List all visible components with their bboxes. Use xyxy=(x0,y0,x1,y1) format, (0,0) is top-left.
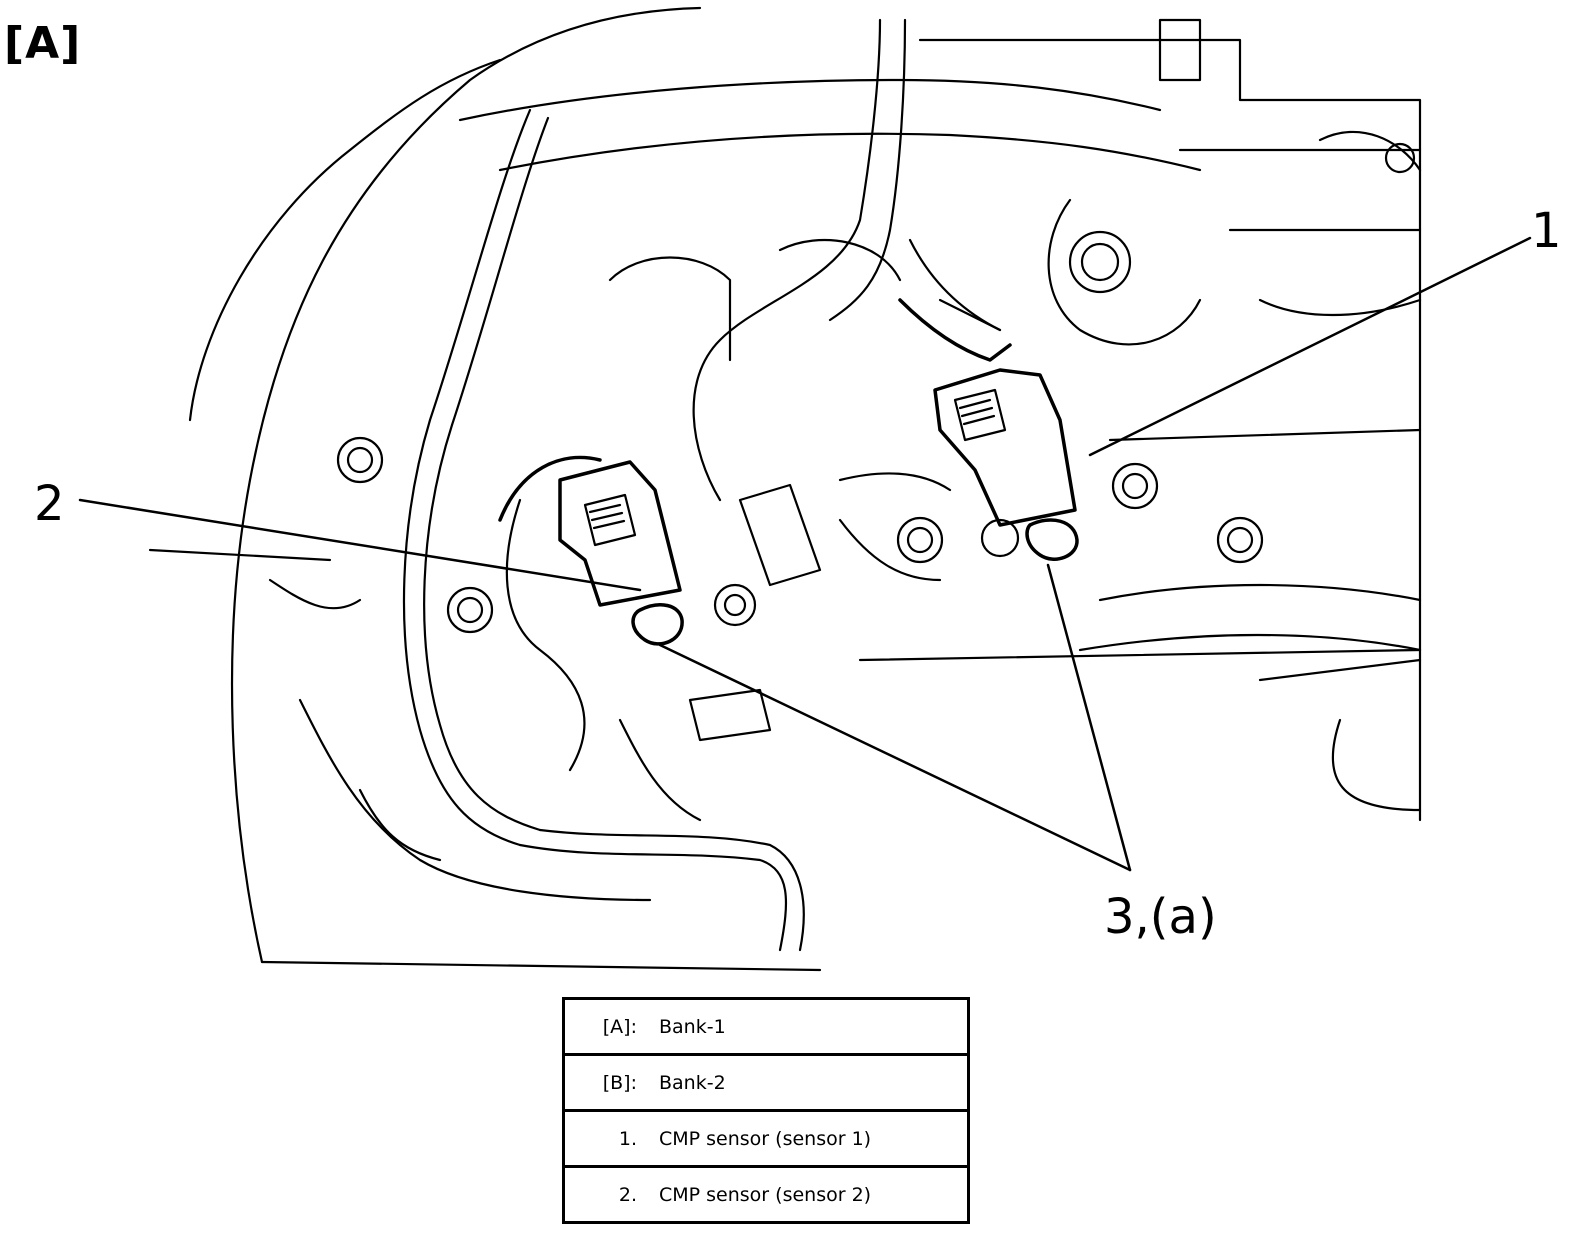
view-label: [A] xyxy=(4,18,82,69)
legend-table: [A]: Bank-1 [B]: Bank-2 1. CMP sensor (s… xyxy=(562,997,970,1224)
legend-key: [B]: xyxy=(563,1053,641,1111)
legend-row: 2. CMP sensor (sensor 2) xyxy=(563,1165,969,1223)
legend-row: 1. CMP sensor (sensor 1) xyxy=(563,1109,969,1167)
legend-row: [B]: Bank-2 xyxy=(563,1053,969,1111)
engine-line-drawing xyxy=(78,6,1532,972)
legend-key: 2. xyxy=(563,1165,641,1223)
callout-3a: 3,(a) xyxy=(1104,889,1217,945)
legend-key: 1. xyxy=(563,1109,641,1167)
legend-row: [A]: Bank-1 xyxy=(564,999,969,1055)
legend-value: CMP sensor (sensor 1) xyxy=(641,1109,969,1167)
engine-illustration: [A] 1 2 3,(a) xyxy=(4,6,1562,972)
callout-1: 1 xyxy=(1531,203,1562,259)
legend-value: Bank-2 xyxy=(641,1053,969,1111)
callout-2: 2 xyxy=(34,476,65,532)
legend-value: CMP sensor (sensor 2) xyxy=(641,1165,969,1223)
legend-key: [A]: xyxy=(602,1015,637,1038)
legend-value: Bank-1 xyxy=(659,1015,726,1038)
